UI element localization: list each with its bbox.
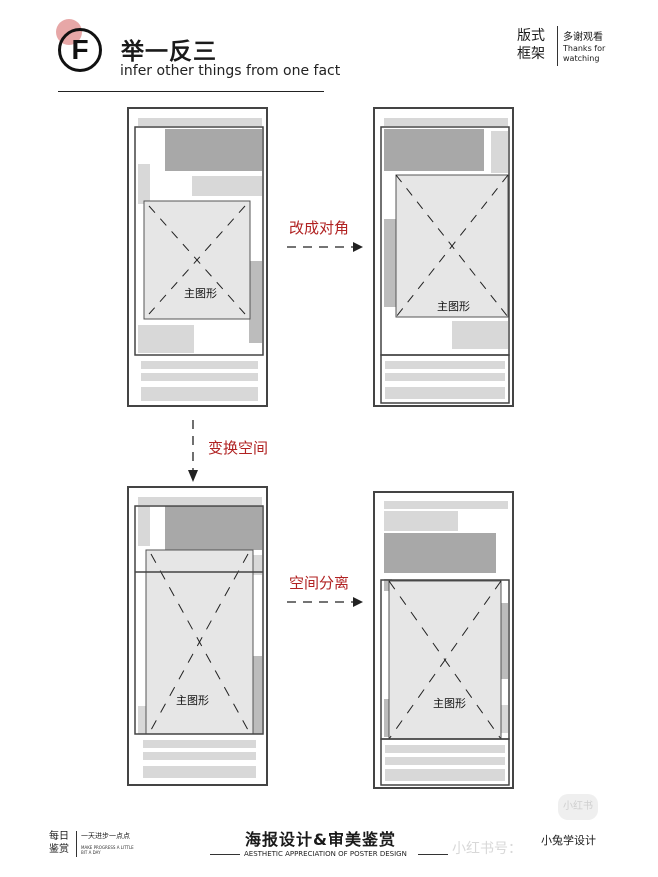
- thanks-en: Thanks for watching: [563, 44, 606, 63]
- footer-rule-left: [210, 854, 240, 855]
- poster-separate-space: 主图形: [373, 491, 514, 789]
- poster-original: 主图形: [127, 107, 268, 407]
- poster-separate-layout: [380, 501, 510, 786]
- logo-letter: F: [71, 34, 89, 65]
- footer-title: 海报设计&审美鉴赏: [245, 830, 396, 849]
- poster-transform-space: 主图形: [127, 486, 268, 786]
- watermark-badge: 小红书: [558, 794, 598, 820]
- arrow-diagonal: [287, 242, 363, 252]
- header-divider: [58, 91, 324, 92]
- footer-brand: 小兔学设计: [541, 834, 596, 847]
- footer-subtitle: AESTHETIC APPRECIATION OF POSTER DESIGN: [244, 850, 407, 858]
- watermark-text: 小红书号：: [452, 841, 522, 857]
- main-figure-label: 主图形: [184, 287, 217, 300]
- footer-tagline-en: MAKE PROGRESS A LITTLE BIT A DAY: [81, 845, 134, 855]
- page-subtitle: infer other things from one fact: [120, 63, 341, 79]
- footer-rule-right: [418, 854, 448, 855]
- poster-diagonal-layout: [380, 118, 510, 404]
- category-label: 版式 框架: [517, 28, 545, 62]
- main-figure-label: 主图形: [433, 697, 466, 710]
- category-divider: [557, 26, 558, 66]
- logo-ring: [58, 28, 102, 72]
- footer-tagline: 一天进步一点点: [81, 832, 130, 840]
- footer-left-divider: [76, 831, 77, 857]
- poster-original-layout: [134, 118, 264, 401]
- poster-transform-layout: [134, 497, 264, 778]
- footer-daily-label: 每日 鉴赏: [49, 831, 69, 855]
- main-figure-label: 主图形: [176, 694, 209, 707]
- main-figure-label: 主图形: [437, 300, 470, 313]
- page-title: 举一反三: [121, 39, 217, 65]
- annotation-diagonal: 改成对角: [289, 219, 350, 237]
- arrow-transform-space: [188, 420, 198, 482]
- thanks-cn: 多谢观看: [563, 32, 603, 43]
- annotation-transform-space: 变换空间: [208, 439, 269, 457]
- poster-diagonal: 主图形: [373, 107, 514, 407]
- annotation-separate-space: 空间分离: [289, 574, 350, 592]
- arrow-separate-space: [287, 597, 363, 607]
